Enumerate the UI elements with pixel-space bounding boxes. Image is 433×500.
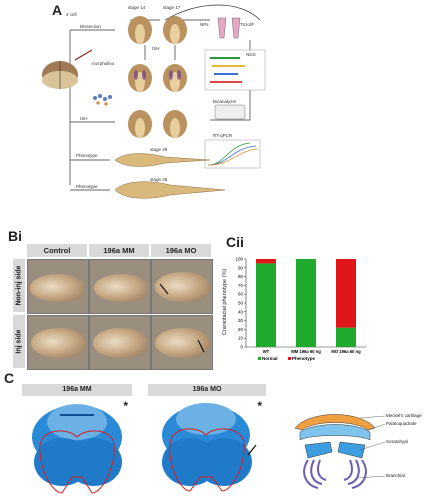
col-header-196a-mm: 196a MM [89, 244, 149, 257]
legend-label: Phenotype [292, 356, 316, 361]
panel-a-label: A [52, 2, 63, 18]
label-stage-14: stage 14 [128, 5, 146, 10]
asterisk-mo: * [257, 399, 262, 413]
y-tick-label: 60 [238, 292, 244, 297]
cartilage-image-mo: * [148, 397, 266, 497]
label-ngs: NGS [246, 52, 256, 57]
x-tick-label: MM 196a 60 ng [291, 349, 321, 354]
y-tick-label: 70 [238, 283, 244, 288]
label-morpholino: morpholino [92, 61, 115, 66]
label-ish: ISH [80, 116, 88, 121]
col-header-196a-mo: 196a MO [151, 244, 211, 257]
asterisk-mm: * [123, 399, 128, 413]
label-branchial: Branchial [386, 473, 405, 478]
legend-swatch [258, 357, 261, 360]
legend-swatch [288, 357, 291, 360]
row-header-inj: Inj side [13, 315, 25, 368]
y-tick-label: 90 [238, 265, 244, 270]
bar-normal [256, 263, 276, 347]
label-stage-28: stage 28 [150, 147, 168, 152]
header-196a-mo: 196a MO [148, 384, 266, 396]
label-ceratohyal: Ceratohyal [386, 439, 408, 444]
label-dissection: Dissection [80, 24, 101, 29]
y-tick-label: 20 [238, 327, 244, 332]
bar-phenotype [256, 259, 276, 264]
panel-a-schematic [42, 4, 266, 199]
photo-mm-non-inj [89, 259, 151, 314]
y-tick-label: 10 [238, 336, 244, 341]
label-phenotype-1: Phenotype [76, 153, 98, 158]
x-tick-label: MO 196a 60 ng [331, 349, 361, 354]
bar-phenotype [336, 259, 356, 328]
label-stage-45: stage 45 [150, 177, 168, 182]
label-ish-mid: ISH [152, 46, 160, 51]
header-196a-mm: 196a MM [22, 384, 132, 396]
label-phenotype-2: Phenotype [76, 184, 98, 189]
label-palatoquadrate: Palatoquadrate [386, 421, 417, 426]
label-bioanalyzer: Bioanalyzer [213, 99, 237, 104]
bar-normal [296, 259, 316, 347]
legend-label: Normal [262, 356, 278, 361]
col-header-control: Control [27, 244, 87, 257]
label-rtqpcr: RT-qPCR [213, 133, 233, 138]
y-tick-label: 50 [238, 301, 244, 306]
row-header-non-inj: Non-inj side [13, 259, 25, 312]
y-tick-label: 30 [238, 318, 244, 323]
y-tick-label: 100 [235, 257, 243, 262]
label-nps: NPs [200, 22, 209, 27]
x-tick-label: WT [263, 349, 270, 354]
panel-cii-label: Cii [226, 234, 244, 250]
panel-c-label: C [4, 370, 15, 386]
photo-mm-inj [89, 315, 151, 370]
label-trizol: Trizol® [240, 22, 255, 27]
bar-normal [336, 327, 356, 347]
y-tick-label: 80 [238, 274, 244, 279]
y-tick-label: 40 [238, 309, 244, 314]
cartilage-image-mm: * [22, 397, 132, 497]
photo-mo-inj [151, 315, 213, 370]
y-tick-label: 0 [240, 345, 243, 350]
photo-control-inj [27, 315, 89, 370]
photo-mo-non-inj [151, 259, 213, 314]
panel-b-label: Bi [8, 228, 22, 244]
label-meckels: Meckel's cartilage [386, 413, 422, 418]
cartilage-diagram [294, 414, 386, 489]
label-stage-17: stage 17 [163, 5, 181, 10]
label-4-cell: 4 cell [66, 12, 77, 17]
photo-control-non-inj [27, 259, 89, 314]
